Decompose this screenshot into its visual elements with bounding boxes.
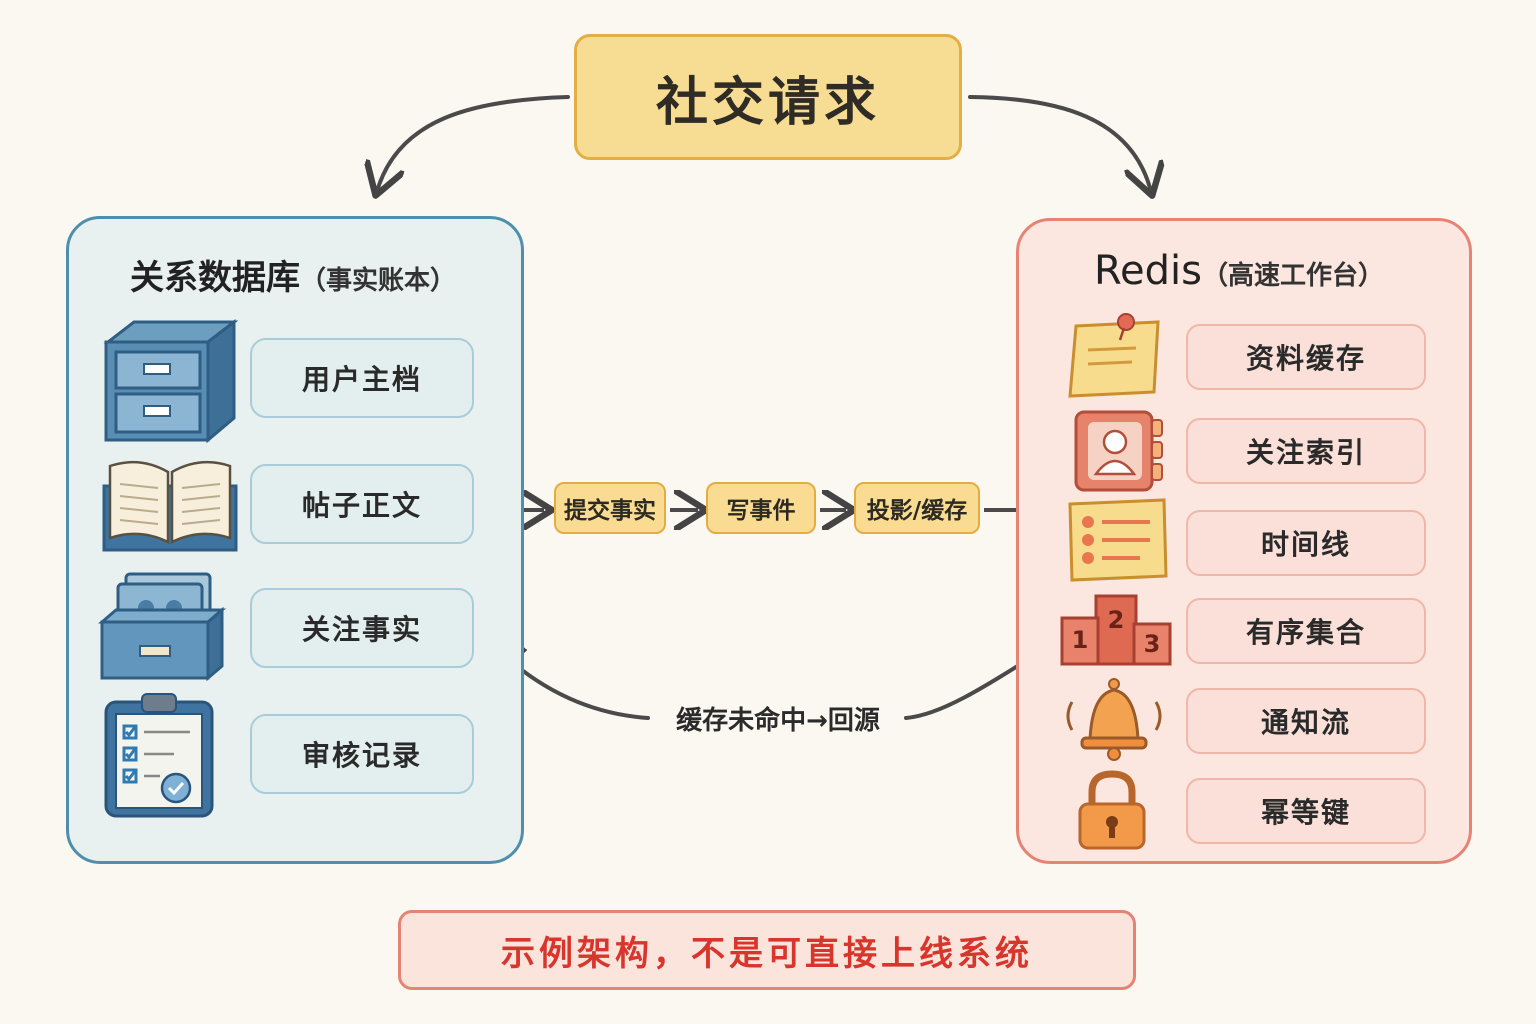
list-card-icon (1068, 498, 1168, 582)
padlock-icon (1078, 770, 1146, 850)
db-subtitle: （事实账本） (300, 266, 457, 296)
request-to-db-arrow (378, 95, 570, 188)
redis-subtitle: （高速工作台） (1201, 261, 1384, 291)
redis-panel-title: Redis （高速工作台） (1094, 248, 1384, 298)
redis-item-idempotency-key: 幂等键 (1186, 778, 1426, 844)
flow-step-project-cache: 投影/缓存 (854, 482, 980, 534)
db-item-follow-facts: 关注事实 (250, 588, 474, 668)
redis-item-follow-index: 关注索引 (1186, 418, 1426, 484)
db-item-user-profile: 用户主档 (250, 338, 474, 418)
db-panel-title: 关系数据库 （事实账本） (130, 250, 456, 300)
disclaimer-box: 示例架构，不是可直接上线系统 (398, 910, 1136, 990)
sticky-note-icon (1068, 313, 1160, 398)
people-box-icon (98, 572, 227, 682)
clipboard-checklist-icon (104, 693, 214, 818)
podium-third-label: 3 (1144, 630, 1161, 658)
open-book-icon (102, 460, 238, 552)
contact-book-icon (1074, 410, 1163, 492)
flow-step-write-event: 写事件 (706, 482, 816, 534)
request-to-redis-arrow (968, 95, 1150, 188)
file-cabinet-icon (103, 318, 239, 444)
podium-first-label: 2 (1108, 606, 1125, 634)
flow-step-submit-facts: 提交事实 (554, 482, 666, 534)
redis-item-notification-stream: 通知流 (1186, 688, 1426, 754)
db-item-audit-records: 审核记录 (250, 714, 474, 794)
bell-icon (1066, 678, 1162, 761)
podium-second-label: 1 (1072, 626, 1089, 654)
cache-miss-label: 缓存未命中→回源 (652, 698, 904, 738)
db-item-post-body: 帖子正文 (250, 464, 474, 544)
redis-title: Redis (1094, 248, 1202, 294)
podium-icon: 2 1 3 (1060, 594, 1172, 666)
db-title: 关系数据库 (130, 258, 300, 298)
redis-item-profile-cache: 资料缓存 (1186, 324, 1426, 390)
social-request-box: 社交请求 (574, 34, 962, 160)
redis-item-timeline: 时间线 (1186, 510, 1426, 576)
redis-item-sorted-set: 有序集合 (1186, 598, 1426, 664)
